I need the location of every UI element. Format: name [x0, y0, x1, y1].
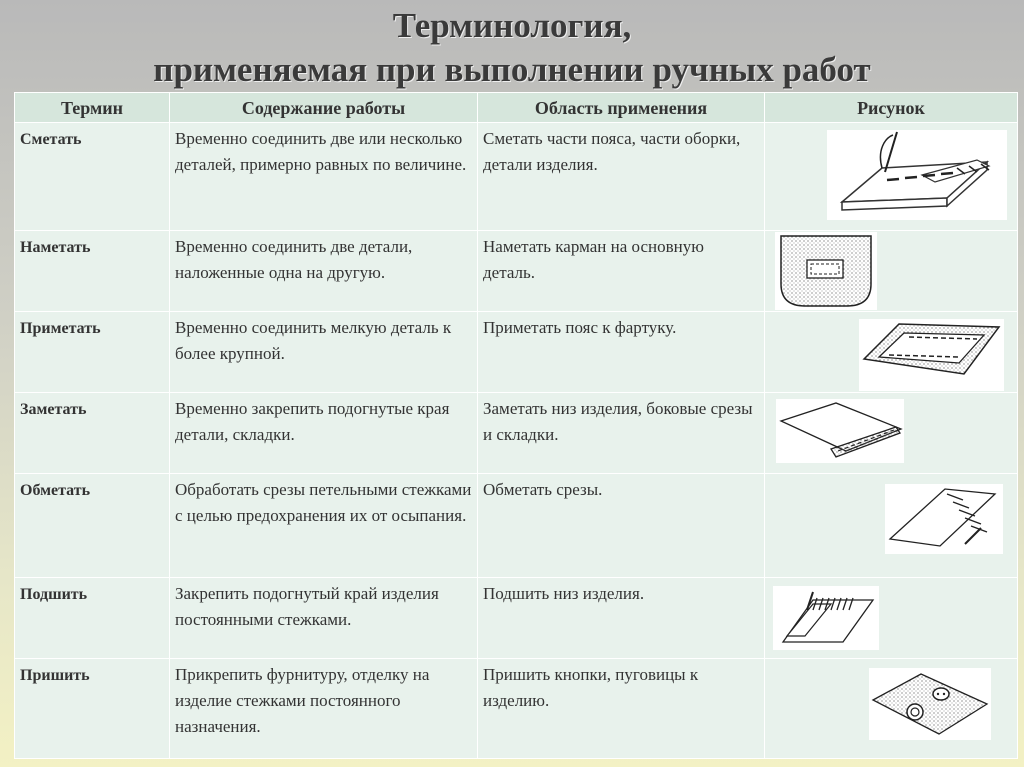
- term-cell: Обметать: [14, 473, 170, 578]
- sewing-buttons-icon: [869, 668, 991, 740]
- content-cell: Обработать срезы петельными стежками с ц…: [169, 473, 478, 578]
- content-cell: Прикрепить фурнитуру, отделку на изделие…: [169, 658, 478, 759]
- content-cell: Закрепить подогнутый край изделия постоя…: [169, 577, 478, 659]
- header-picture: Рисунок: [764, 92, 1018, 123]
- term-cell: Пришить: [14, 658, 170, 759]
- hem-basting-icon: [776, 399, 904, 463]
- term-cell: Подшить: [14, 577, 170, 659]
- content-cell: Временно соединить мелкую деталь к более…: [169, 311, 478, 393]
- area-cell: Приметать пояс к фартуку.: [477, 311, 765, 393]
- title-line-1: Терминология,: [392, 6, 632, 45]
- content-cell: Временно соединить две или несколько дет…: [169, 122, 478, 231]
- content-cell: Временно соединить две детали, наложенны…: [169, 230, 478, 312]
- area-cell: Сметать части пояса, части оборки, детал…: [477, 122, 765, 231]
- table-row: Пришить Прикрепить фурнитуру, отделку на…: [14, 658, 1018, 759]
- hemming-icon: [773, 586, 879, 650]
- header-content: Содержание работы: [169, 92, 478, 123]
- table-row: Подшить Закрепить подогнутый край издели…: [14, 577, 1018, 659]
- term-cell: Приметать: [14, 311, 170, 393]
- terminology-table: Термин Содержание работы Область примене…: [14, 92, 1018, 759]
- basting-two-layers-icon: [827, 130, 1007, 220]
- table-row: Заметать Временно закрепить подогнутые к…: [14, 392, 1018, 474]
- area-cell: Пришить кнопки, пуговицы к изделию.: [477, 658, 765, 759]
- term-cell: Наметать: [14, 230, 170, 312]
- title-line-2: применяемая при выполнении ручных работ: [153, 50, 871, 89]
- table-row: Приметать Временно соединить мелкую дета…: [14, 311, 1018, 393]
- area-cell: Заметать низ изделия, боковые срезы и ск…: [477, 392, 765, 474]
- table-row: Наметать Временно соединить две детали, …: [14, 230, 1018, 312]
- header-area: Область применения: [477, 92, 765, 123]
- area-cell: Обметать срезы.: [477, 473, 765, 578]
- pocket-basting-icon: [775, 232, 877, 310]
- table-row: Сметать Временно соединить две или неско…: [14, 122, 1018, 231]
- table-row: Обметать Обработать срезы петельными сте…: [14, 473, 1018, 578]
- waistband-basting-icon: [859, 319, 1004, 391]
- table-header-row: Термин Содержание работы Область примене…: [14, 92, 1018, 123]
- area-cell: Подшить низ изделия.: [477, 577, 765, 659]
- area-cell: Наметать карман на основную деталь.: [477, 230, 765, 312]
- page-title: Терминология, применяемая при выполнении…: [0, 4, 1024, 92]
- term-cell: Сметать: [14, 122, 170, 231]
- content-cell: Временно закрепить подогнутые края детал…: [169, 392, 478, 474]
- header-term: Термин: [14, 92, 170, 123]
- overcasting-icon: [885, 484, 1003, 554]
- term-cell: Заметать: [14, 392, 170, 474]
